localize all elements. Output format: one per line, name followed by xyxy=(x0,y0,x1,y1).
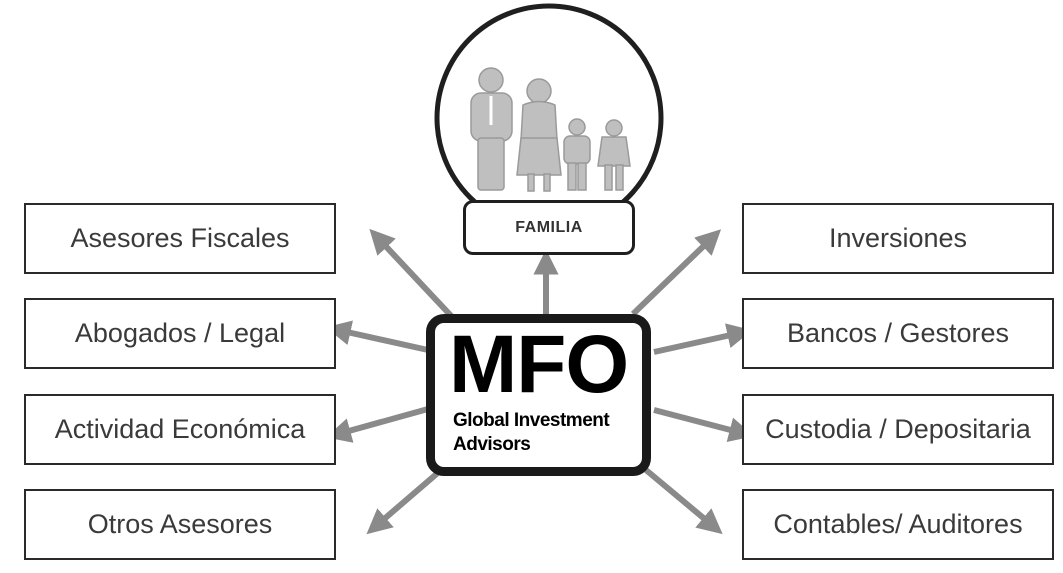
arrow-to-bancos-gestores xyxy=(653,323,753,355)
box-bancos-gestores: Bancos / Gestores xyxy=(742,298,1054,369)
arrow-to-abogados-legal xyxy=(325,320,429,353)
family-figures-icon xyxy=(470,67,631,192)
mfo-subtitle: Global Investment Advisors xyxy=(453,409,610,457)
box-inversiones: Inversiones xyxy=(742,203,1054,274)
box-custodia-depositaria: Custodia / Depositaria xyxy=(742,394,1054,465)
arrow-to-actividad-economica xyxy=(325,406,429,443)
girl-figure-icon xyxy=(597,119,631,191)
box-asesores-fiscales: Asesores Fiscales xyxy=(24,203,336,274)
mother-figure-icon xyxy=(516,78,562,192)
mfo-subtitle-line1: Global Investment xyxy=(453,410,610,431)
mfo-title: MFO xyxy=(449,319,629,410)
familia-label: FAMILIA xyxy=(463,200,635,255)
arrow-to-contables-auditores xyxy=(644,467,723,535)
box-actividad-economica: Actividad Económica xyxy=(24,394,336,465)
box-abogados-legal: Abogados / Legal xyxy=(24,298,336,369)
father-figure-icon xyxy=(470,67,513,191)
arrow-to-inversiones xyxy=(630,229,722,317)
box-otros-asesores: Otros Asesores xyxy=(24,489,336,560)
mfo-subtitle-line2: Advisors xyxy=(453,434,531,455)
arrow-to-otros-asesores xyxy=(366,468,442,535)
mfo-center-box: MFO Global Investment Advisors xyxy=(426,314,651,476)
boy-figure-icon xyxy=(563,118,591,191)
box-contables-auditores: Contables/ Auditores xyxy=(742,489,1054,560)
arrow-to-asesores-fiscales xyxy=(369,228,458,323)
arrow-to-custodia-depositaria xyxy=(653,407,755,443)
